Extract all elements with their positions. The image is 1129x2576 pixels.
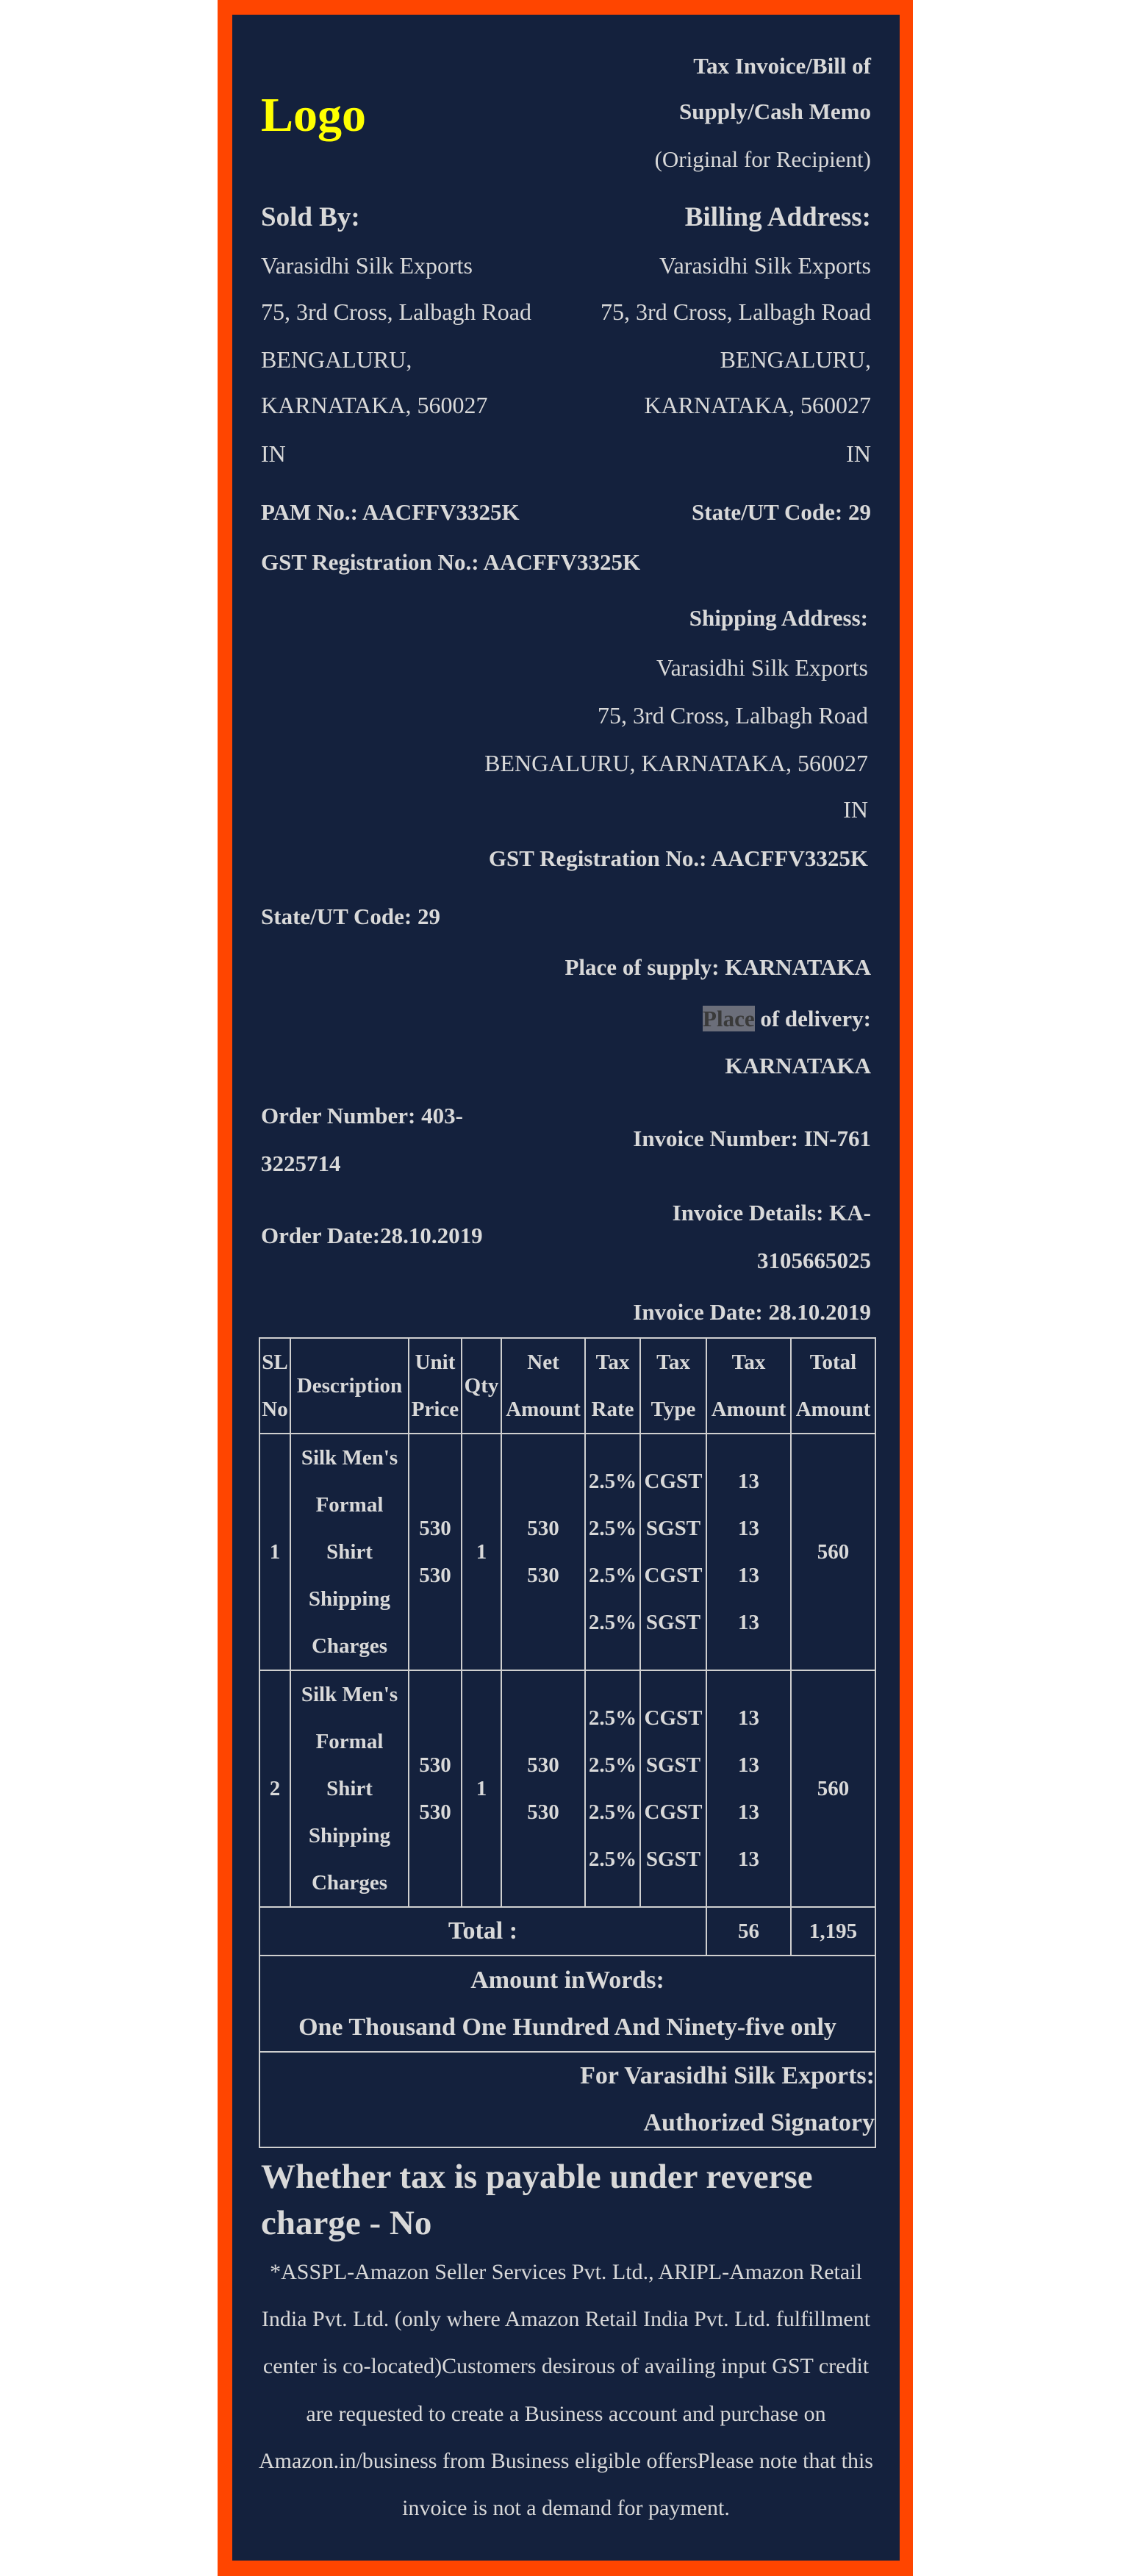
amount-in-words-label: Amount inWords: [470, 1966, 664, 1994]
logo: Logo [261, 88, 367, 142]
billing-address-label: Billing Address: [684, 202, 871, 232]
pan-number: PAM No.: AACFFV3325K [261, 499, 520, 525]
order-number-line-1: Order Number: 403- [261, 1103, 463, 1128]
shipping-line: IN [843, 796, 868, 823]
signatory-row: For Varasidhi Silk Exports: Authorized Si… [259, 2051, 876, 2148]
selected-text-highlight[interactable]: Place [703, 1006, 755, 1031]
billing-line: BENGALURU, [720, 346, 871, 373]
invoice-title-line-2: Supply/Cash Memo [679, 99, 871, 124]
cell-qty: 1 [461, 1670, 502, 1908]
for-company: For Varasidhi Silk Exports: [580, 2062, 875, 2089]
cell-sl: 1 [259, 1433, 291, 1671]
sold-by-line: IN [261, 440, 286, 467]
header-qty: Qty [461, 1337, 502, 1434]
shipping-address-label: Shipping Address: [689, 605, 868, 631]
cell-total: 560 [790, 1670, 876, 1908]
cell-qty: 1 [461, 1433, 502, 1671]
place-of-supply: Place of supply: KARNATAKA [564, 954, 872, 980]
cell-total: 560 [790, 1433, 876, 1671]
total-row: Total : 56 1,195 [259, 1906, 876, 1956]
shipping-line: 75, 3rd Cross, Lalbagh Road [598, 702, 868, 729]
amount-in-words-row: Amount inWords: One Thousand One Hundred … [259, 1955, 876, 2053]
total-amount: 1,195 [790, 1906, 876, 1956]
cell-tax-rate: 2.5%2.5%2.5%2.5% [584, 1433, 641, 1671]
reverse-charge-heading: Whether tax is payable under reverse cha… [261, 2158, 813, 2242]
sold-by-line: BENGALURU, [261, 346, 412, 373]
invoice-details-line-2: 3105665025 [757, 1248, 871, 1273]
sold-by-line: 75, 3rd Cross, Lalbagh Road [261, 298, 531, 325]
billing-line: 75, 3rd Cross, Lalbagh Road [601, 298, 871, 325]
shipping-line: Varasidhi Silk Exports [656, 654, 868, 681]
invoice-number: Invoice Number: IN-761 [633, 1126, 871, 1151]
billing-line: Varasidhi Silk Exports [659, 252, 871, 279]
authorized-signatory: Authorized Signatory [643, 2109, 875, 2136]
cell-tax-rate: 2.5%2.5%2.5%2.5% [584, 1670, 641, 1908]
shipping-state-code: State/UT Code: 29 [261, 904, 440, 929]
billing-state-code: State/UT Code: 29 [692, 499, 871, 525]
order-number-line-2: 3225714 [261, 1151, 341, 1176]
total-label: Total : [259, 1906, 707, 1956]
sold-by-line: KARNATAKA, 560027 [261, 392, 488, 418]
billing-line: IN [846, 440, 871, 467]
cell-sl: 2 [259, 1670, 291, 1908]
total-tax: 56 [706, 1906, 792, 1956]
billing-line: KARNATAKA, 560027 [644, 392, 871, 418]
seller-gst-number: GST Registration No.: AACFFV3325K [261, 549, 641, 575]
sold-by-label: Sold By: [261, 202, 360, 232]
invoice-title-line-3: (Original for Recipient) [654, 146, 871, 172]
shipping-gst-number: GST Registration No.: AACFFV3325K [488, 845, 868, 871]
amount-in-words: One Thousand One Hundred And Ninety-five… [298, 2013, 836, 2041]
shipping-line: BENGALURU, KARNATAKA, 560027 [484, 750, 868, 776]
invoice-date: Invoice Date: 28.10.2019 [633, 1299, 871, 1325]
sold-by-line: Varasidhi Silk Exports [261, 252, 473, 279]
place-of-delivery-text: of delivery: [754, 1006, 871, 1031]
place-of-delivery-label: Place of delivery: [703, 995, 871, 1042]
place-of-delivery-value: KARNATAKA [725, 1053, 871, 1078]
invoice-details-line-1: Invoice Details: KA- [672, 1200, 871, 1226]
invoice-title-line-1: Tax Invoice/Bill of [693, 53, 871, 79]
footer-note: *ASSPL-Amazon Seller Services Pvt. Ltd.,… [259, 2260, 873, 2521]
header-description: Description [290, 1337, 409, 1434]
order-date: Order Date:28.10.2019 [261, 1223, 483, 1248]
